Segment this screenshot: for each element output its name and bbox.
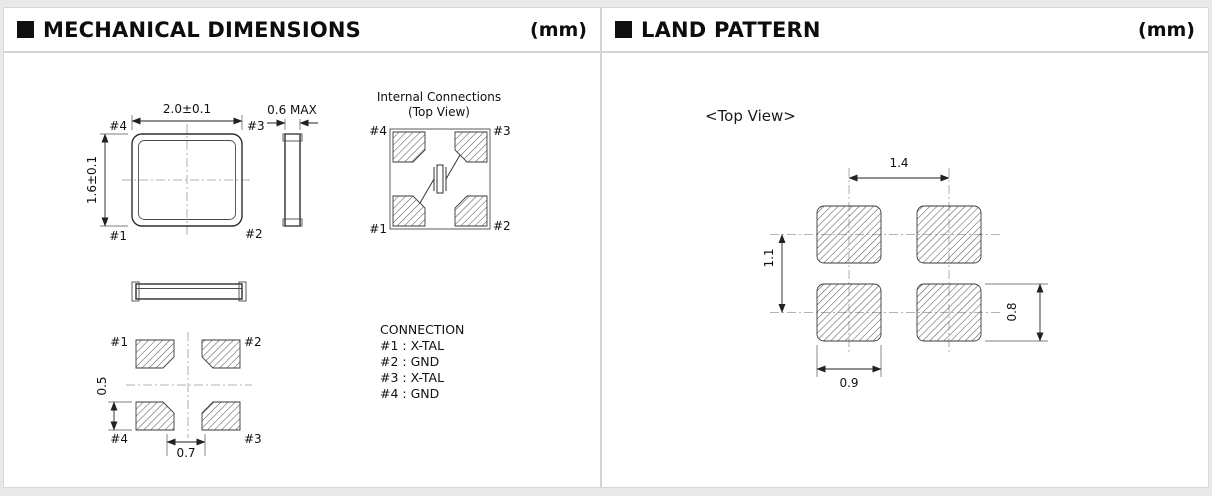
height-dimension: 1.6±0.1 [85,156,99,204]
connection-list: CONNECTION #1 : X-TAL #2 : GND #3 : X-TA… [380,322,464,401]
pad-width-dimension: 0.7 [176,446,195,460]
pitch-x-dimension: 1.4 [889,156,908,170]
land-pattern-view: 1.4 1.1 0.9 0.8 [762,156,1048,390]
internal-pad-1 [392,195,426,227]
land-pad-top-right [916,205,982,264]
section-bullet-icon [17,21,34,38]
bottom-pin-label-3: #3 [244,432,262,446]
crystal-symbol [419,154,461,204]
internal-outline [389,128,491,230]
internal-connections-subtitle: (Top View) [408,105,470,119]
internal-connections-view: Internal Connections (Top View) #4 #3 #1… [369,90,510,236]
internal-pin-label-4: #4 [369,124,387,138]
bottom-pad-2 [201,339,241,369]
connection-line-4: #4 : GND [380,386,439,401]
pin-label-3: #3 [247,119,265,133]
land-pattern-unit-label: (mm) [1138,18,1195,41]
pin-label-1: #1 [109,229,127,243]
pin-label-2: #2 [245,227,263,241]
section-bullet-icon [615,21,632,38]
width-dimension: 2.0±0.1 [163,102,211,116]
land-pattern-header: LAND PATTERN (mm) [602,8,1208,53]
side-view-cap-top [282,133,303,142]
mechanical-dimensions-title: MECHANICAL DIMENSIONS [43,17,361,42]
bottom-pin-label-2: #2 [244,335,262,349]
package-side-view: 0.6 MAX [267,103,318,227]
land-pad-bottom-right [916,283,982,342]
land-pattern-drawing-area: <Top View> 1.4 1.1 0.9 0.8 [602,53,1208,487]
land-pattern-section: LAND PATTERN (mm) <Top View> [602,8,1208,487]
connection-line-1: #1 : X-TAL [380,338,444,353]
profile-body [135,283,243,300]
internal-pin-label-3: #3 [493,124,511,138]
internal-pad-2 [454,195,488,227]
mechanical-drawing-area: 2.0±0.1 1.6±0.1 #4 #3 #1 #2 0.6 MAX [4,53,600,487]
land-pattern-title: LAND PATTERN [641,17,821,42]
pad-height-dimension: 0.5 [95,376,109,395]
connection-line-3: #3 : X-TAL [380,370,444,385]
land-pad-top-left [816,205,882,264]
package-lid-outline [138,140,236,220]
package-side-profile [131,281,247,302]
internal-connections-title: Internal Connections [377,90,501,104]
bottom-pad-1 [135,339,175,369]
package-top-view: 2.0±0.1 1.6±0.1 #4 #3 #1 #2 [85,102,265,243]
land-pad-height-dimension: 0.8 [1005,302,1019,321]
mechanical-dimensions-section: MECHANICAL DIMENSIONS (mm) 2.0±0. [4,8,602,487]
connection-line-2: #2 : GND [380,354,439,369]
package-outline [131,133,243,227]
mechanical-drawing: 2.0±0.1 1.6±0.1 #4 #3 #1 #2 0.6 MAX [85,90,511,460]
internal-pad-3 [454,131,488,163]
pin-label-4: #4 [109,119,127,133]
land-pattern-drawing: <Top View> 1.4 1.1 0.9 0.8 [705,107,1048,390]
mechanical-dimensions-header: MECHANICAL DIMENSIONS (mm) [4,8,600,53]
connection-title: CONNECTION [380,322,464,337]
bottom-pin-label-4: #4 [110,432,128,446]
package-bottom-view: #1 #2 #4 #3 0.5 0.7 [95,332,262,460]
profile-cap-left [131,281,140,302]
side-view-cap-bottom [282,218,303,227]
thickness-dimension: 0.6 MAX [267,103,317,117]
mechanical-unit-label: (mm) [530,18,587,41]
internal-pin-label-2: #2 [493,219,511,233]
pitch-y-dimension: 1.1 [762,248,776,267]
bottom-pad-4 [135,401,175,431]
bottom-pin-label-1: #1 [110,335,128,349]
side-view-body [284,133,301,227]
bottom-pad-3 [201,401,241,431]
profile-cap-right [238,281,247,302]
internal-pad-4 [392,131,426,163]
drawing-frame: MECHANICAL DIMENSIONS (mm) 2.0±0. [3,7,1209,488]
internal-pin-label-1: #1 [369,222,387,236]
land-pad-bottom-left [816,283,882,342]
land-pad-width-dimension: 0.9 [839,376,858,390]
top-view-label: <Top View> [705,107,796,125]
